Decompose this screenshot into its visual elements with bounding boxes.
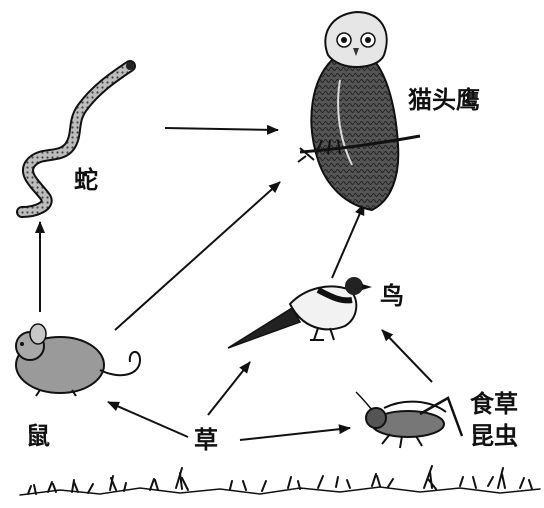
arrow-grass-to-bird xyxy=(208,362,250,415)
mouse-icon xyxy=(16,324,140,396)
label-snake: 蛇 xyxy=(74,166,98,194)
magpie-icon xyxy=(228,277,372,348)
label-insect-line2: 昆虫 xyxy=(470,422,518,450)
label-grass: 草 xyxy=(194,426,218,454)
grasshopper-icon xyxy=(356,392,462,448)
arrow-snake-to-owl xyxy=(165,128,278,130)
label-mouse: 鼠 xyxy=(26,422,50,450)
arrow-grass-to-mouse xyxy=(108,402,188,437)
grass-icon xyxy=(20,466,540,495)
label-owl: 猫头鹰 xyxy=(408,86,480,114)
arrow-insect-to-bird xyxy=(382,330,432,382)
label-insect-line1: 食草 xyxy=(470,390,518,418)
arrow-grass-to-insect xyxy=(240,428,350,440)
label-bird: 鸟 xyxy=(380,282,404,310)
owl-icon xyxy=(298,12,420,210)
arrow-mouse-to-owl xyxy=(115,182,280,330)
arrow-bird-to-owl xyxy=(332,204,364,278)
